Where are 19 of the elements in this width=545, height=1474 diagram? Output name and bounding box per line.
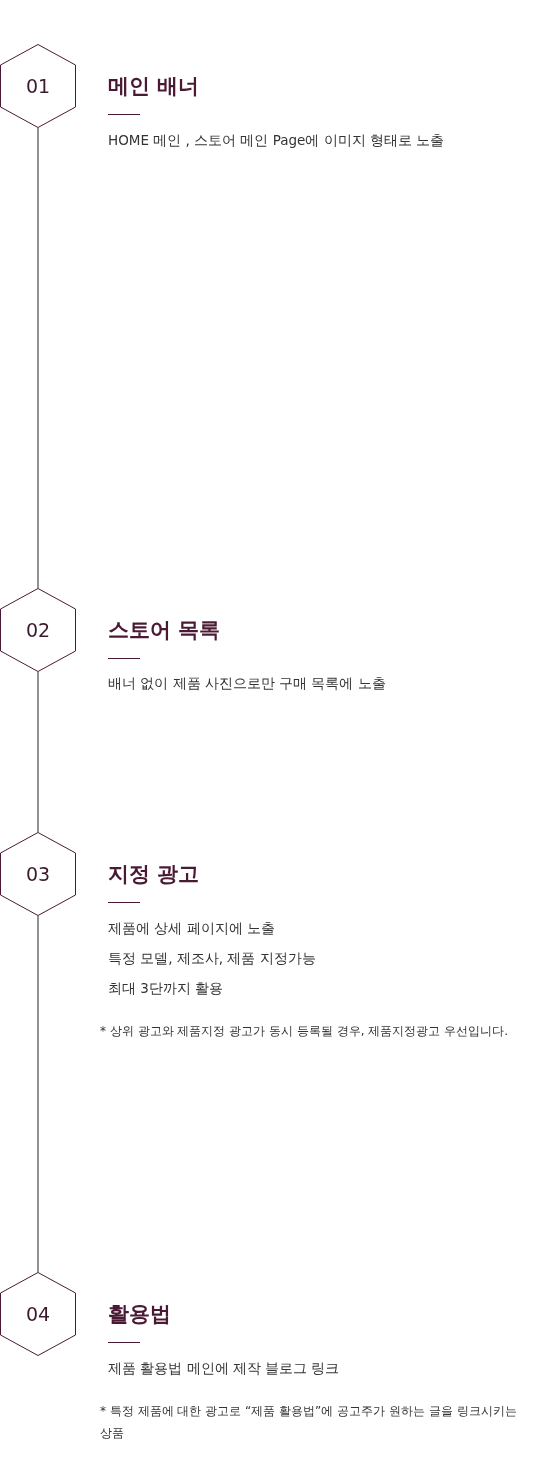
description-text: 제품 활용법 메인에 제작 블로그 링크 <box>108 1360 340 1378</box>
connector-line <box>37 127 39 589</box>
connector-line <box>37 671 39 833</box>
description-text: 제품에 상세 페이지에 노출 <box>108 920 275 938</box>
step-number: 04 <box>24 1302 52 1326</box>
footnote: * 상위 광고와 제품지정 광고가 동시 등록될 경우, 제품지정광고 우선입니다. <box>100 1023 509 1040</box>
step-number: 02 <box>24 618 52 642</box>
description-text: 최대 3단까지 활용 <box>108 980 224 998</box>
description-text: HOME 메인 , 스토어 메인 Page에 이미지 형태로 노출 <box>108 132 445 150</box>
connector-line <box>37 915 39 1273</box>
step-number: 01 <box>24 74 52 98</box>
footnote: * 특정 제품에 대한 광고로 “제품 활용법”에 공고주가 원하는 글을 링크시키는 상품 <box>100 1403 518 1442</box>
description-text: 특정 모델, 제조사, 제품 지정가능 <box>108 950 316 968</box>
step-title: 메인 배너 <box>108 73 200 100</box>
step-title: 활용법 <box>108 1301 171 1328</box>
step-title: 스토어 목록 <box>108 617 221 644</box>
step-number: 03 <box>24 862 52 886</box>
step-title: 지정 광고 <box>108 861 200 888</box>
description-text: 배너 없이 제품 사진으로만 구매 목록에 노출 <box>108 675 386 693</box>
